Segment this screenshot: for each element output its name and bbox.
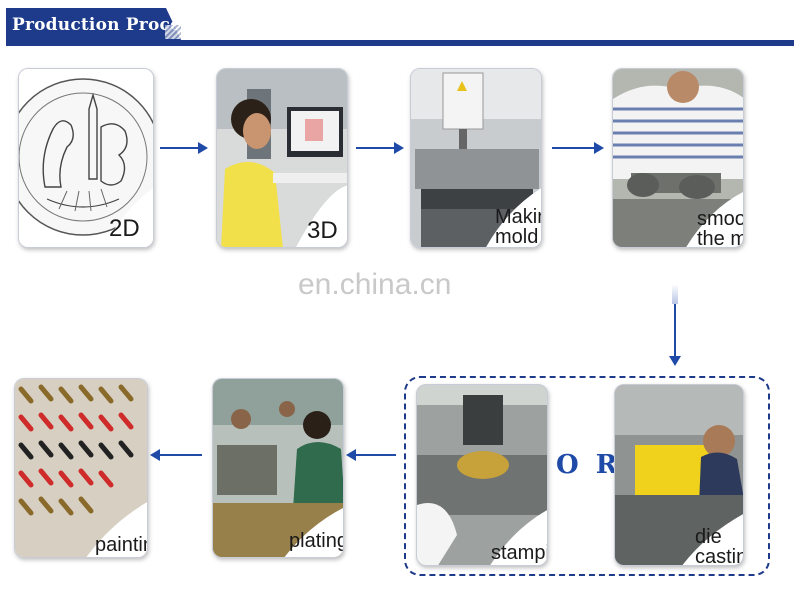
- step-card-2d: 2D: [18, 68, 154, 248]
- cnc-machine-image: [411, 69, 541, 247]
- worker-polishing-mold-image: [613, 69, 743, 247]
- or-divider-text: O R: [556, 450, 622, 480]
- step-label-making: Making: [495, 206, 541, 228]
- step-card-plating: plating: [212, 378, 344, 558]
- step-label-plating: plating: [289, 530, 344, 552]
- arrow-smooth-to-forming: [669, 304, 681, 366]
- coin-sketch-image: [19, 69, 153, 247]
- arrow-forming-to-plating: [346, 449, 396, 461]
- header-tab: [6, 8, 182, 42]
- step-label-mold: mold: [495, 226, 539, 248]
- step-card-die-casting: die casting: [614, 384, 744, 566]
- watermark-text: en.china.cn: [298, 268, 452, 301]
- arrow-making-to-smooth: [552, 142, 604, 154]
- step-label-die: die: [695, 526, 722, 548]
- page-title: Production Process: [12, 15, 201, 35]
- arrow-3d-to-making-mold: [356, 142, 404, 154]
- designer-at-computer-image: [217, 69, 347, 247]
- step-label-smooth: smooth: [697, 208, 743, 230]
- step-label-painting: painting: [95, 534, 147, 556]
- workers-plating-image: [213, 379, 343, 557]
- header-stripe-decoration: [165, 25, 181, 39]
- step-card-smooth-mold: smooth the mold: [612, 68, 744, 248]
- step-card-3d: 3D: [216, 68, 348, 248]
- step-label-2d: 2D: [109, 215, 140, 242]
- header-rule: [6, 40, 794, 46]
- step-label-stamping: stamping: [491, 542, 547, 564]
- step-label-casting: casting: [695, 546, 743, 566]
- die-casting-machine-image: [615, 385, 743, 565]
- step-label-the-mold: the mold: [697, 228, 743, 248]
- painted-badges-image: [15, 379, 147, 557]
- arrow-2d-to-3d: [160, 142, 208, 154]
- stamping-press-image: [417, 385, 547, 565]
- step-card-making-mold: Making mold: [410, 68, 542, 248]
- step-card-painting: painting: [14, 378, 148, 558]
- step-label-3d: 3D: [307, 217, 338, 244]
- forming-options-group: [404, 376, 770, 576]
- arrow-fade: [672, 284, 678, 304]
- step-card-stamping: stamping: [416, 384, 548, 566]
- arrow-plating-to-painting: [150, 449, 202, 461]
